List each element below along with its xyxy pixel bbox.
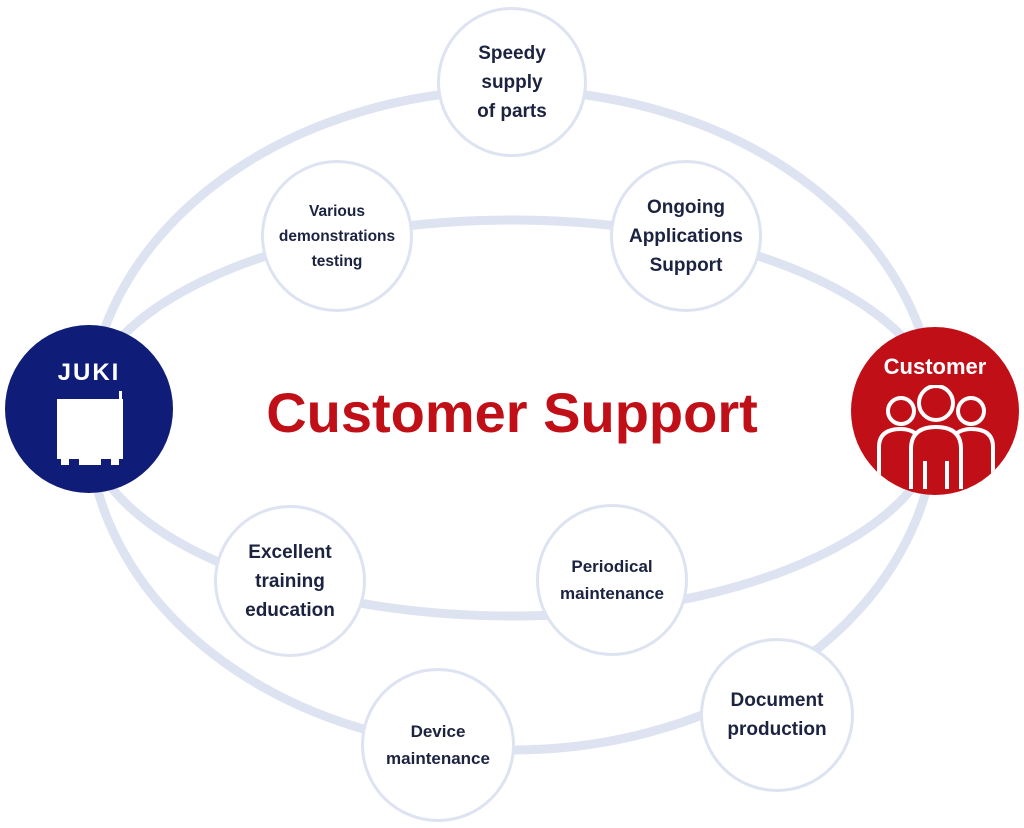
service-node-applications-support: Ongoing Applications Support xyxy=(610,160,762,312)
customer-label: Customer xyxy=(883,354,987,379)
service-node-periodical-maintenance: Periodical maintenance xyxy=(536,504,688,656)
service-label: Document production xyxy=(727,690,827,740)
service-node-speedy-supply: Speedy supply of parts xyxy=(437,7,587,157)
customer-hub: Customer xyxy=(851,327,1019,495)
service-node-document-production: Document production xyxy=(700,638,854,792)
juki-label: JUKI xyxy=(57,359,121,386)
service-label: Various demonstrations testing xyxy=(278,202,396,270)
service-node-demonstrations: Various demonstrations testing xyxy=(261,160,413,312)
service-label: Device maintenance xyxy=(386,722,490,768)
juki-hub: JUKI xyxy=(5,325,173,493)
people-icon xyxy=(877,385,995,489)
diagram-title: Customer Support xyxy=(266,381,758,444)
service-node-training: Excellent training education xyxy=(214,505,366,657)
service-node-device-maintenance: Device maintenance xyxy=(361,668,515,822)
service-label: Periodical maintenance xyxy=(560,557,664,603)
machine-icon xyxy=(57,391,123,465)
service-label: Ongoing Applications Support xyxy=(628,196,743,276)
service-label: Speedy supply of parts xyxy=(477,42,547,122)
service-label: Excellent training education xyxy=(245,541,335,621)
